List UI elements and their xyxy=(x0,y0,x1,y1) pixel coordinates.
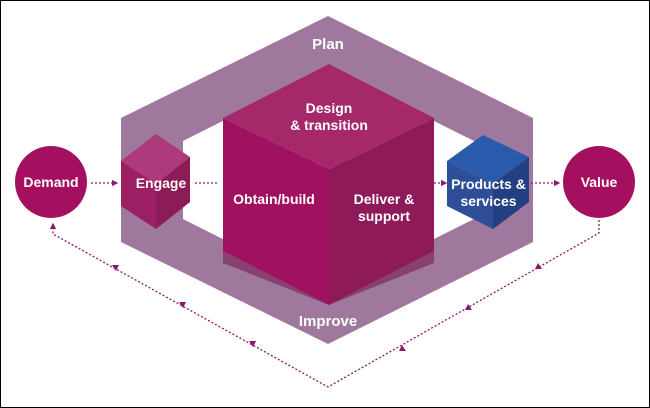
cube-right-label: Deliver & support xyxy=(353,191,415,224)
demand-circle xyxy=(15,146,87,218)
engage-label: Engage xyxy=(135,175,187,191)
band-label-plan: Plan xyxy=(312,36,344,53)
feedback-loop xyxy=(49,220,600,388)
band-label-improve: Improve xyxy=(298,313,358,330)
cube-left-label: Obtain/build xyxy=(233,191,315,207)
feedback-arrowheads xyxy=(112,263,542,351)
products-label: Products & services xyxy=(451,176,526,209)
cube-top-label: Design & transition xyxy=(290,100,368,133)
value-circle xyxy=(563,146,635,218)
products-cube xyxy=(447,135,529,229)
engage-cube xyxy=(121,134,190,229)
demand-label: Demand xyxy=(23,174,79,190)
value-label: Value xyxy=(580,174,618,190)
central-cube xyxy=(223,64,434,305)
